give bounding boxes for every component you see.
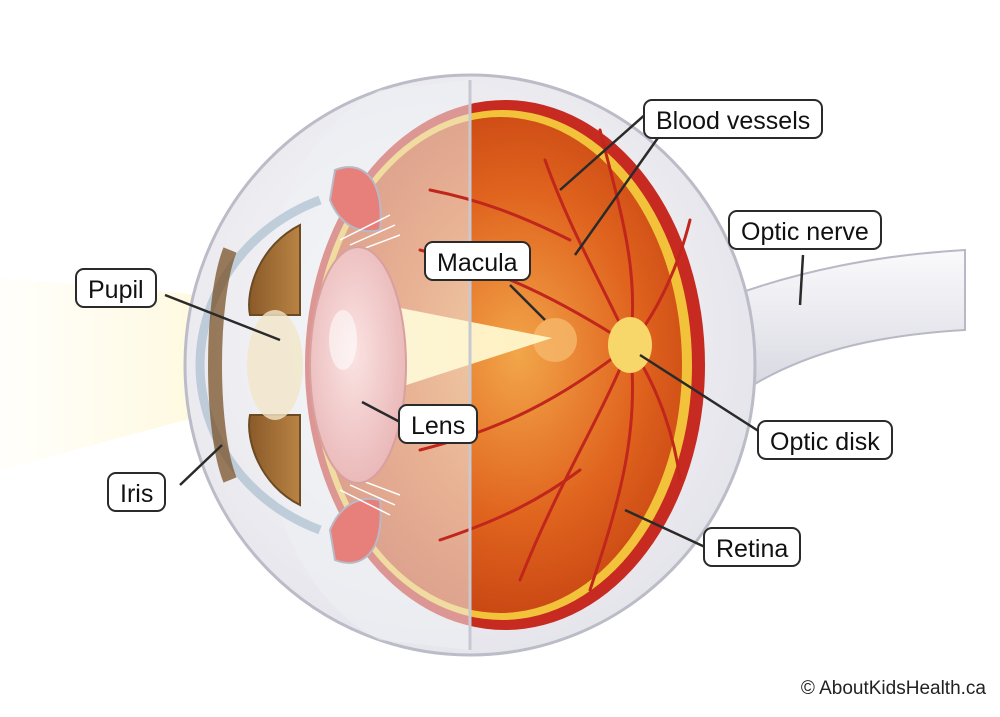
label-pupil: Pupil (75, 268, 157, 308)
label-optic-disk: Optic disk (757, 420, 893, 460)
optic-nerve-shape (720, 250, 965, 400)
label-lens: Lens (398, 404, 478, 444)
lens-shape (310, 247, 406, 483)
copyright-notice: © AboutKidsHealth.ca (801, 678, 986, 700)
label-retina: Retina (703, 527, 801, 567)
label-macula: Macula (424, 241, 531, 281)
lens-highlight (329, 310, 357, 370)
label-optic-nerve: Optic nerve (728, 210, 882, 250)
optic-disk-shape (608, 317, 652, 373)
pupil-shape (247, 310, 303, 420)
label-iris: Iris (107, 472, 166, 512)
label-blood-vessels: Blood vessels (643, 99, 823, 139)
